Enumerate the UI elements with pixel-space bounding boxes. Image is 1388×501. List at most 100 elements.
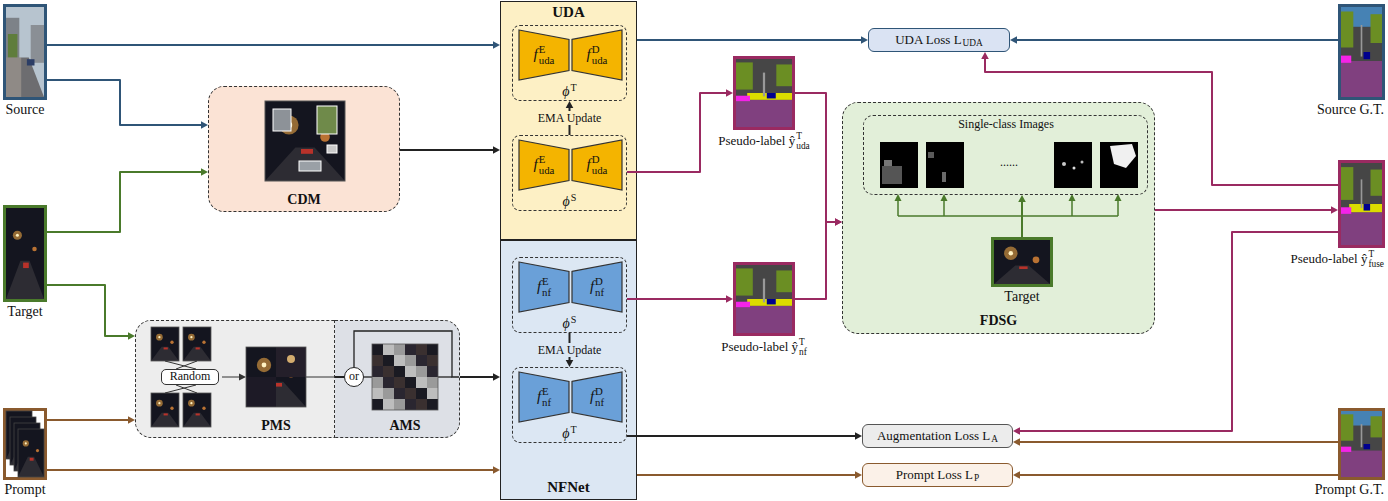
network-panel: NFNetϕSfEnffDnfϕTfEnffDnf (500, 240, 637, 500)
text-line: Source G.T. (1317, 102, 1384, 118)
connector (47, 80, 208, 129)
text-line: Prompt (4, 482, 45, 498)
node-text: ϕ (563, 316, 570, 332)
pseudo-label-image: Pseudo-label ŷTfuse (1338, 160, 1385, 248)
node-text: f (590, 278, 594, 295)
node-text: ...... (1000, 156, 1018, 170)
node-text: Target (7, 304, 42, 320)
decoder-block: fDuda (571, 29, 623, 81)
random-box: Random (161, 369, 219, 385)
node-text: D (592, 44, 608, 55)
text-line: UDA Loss LUDA (895, 33, 983, 48)
node-text: uda (539, 55, 555, 66)
node-text: uda (539, 165, 555, 176)
script-stack: Euda (539, 154, 555, 177)
text-line: ϕS (563, 316, 577, 332)
text-line: ϕT (562, 84, 576, 100)
node-text: nf (595, 287, 604, 298)
text-line: Prompt G.T. (1315, 482, 1384, 498)
text-line: or (349, 370, 359, 384)
text-line: Target (1004, 289, 1039, 305)
or-circle: or (344, 367, 364, 387)
node-text: Target (1004, 289, 1039, 305)
node-text: ϕ (563, 194, 570, 210)
module-box: FDSGSingle-class Images......Target (842, 102, 1155, 334)
script-stack: Duda (592, 44, 608, 67)
model-group: ϕSfEnffDnf (512, 257, 627, 333)
text-line: UDA (552, 4, 585, 21)
node-text: D (595, 276, 604, 287)
text-line: Pseudo-label ŷTuda (718, 132, 809, 152)
text-line: CDM (287, 192, 320, 208)
decoder-block: fDnf (571, 371, 623, 423)
text-line: ϕT (562, 426, 576, 442)
illustration (1341, 7, 1382, 97)
text-line: fEnf (537, 276, 551, 299)
single-class-group: Single-class Images...... (863, 115, 1148, 195)
node-text: Pseudo-label ŷ (718, 134, 795, 149)
text-line: Target (7, 304, 42, 320)
decoder-block: fDnf (571, 261, 623, 313)
connector (627, 295, 733, 303)
connector (637, 36, 868, 44)
edge-label: EMA Update (536, 111, 604, 125)
ground-truth-image: Source G.T. (1338, 4, 1385, 100)
model-group: ϕTfEudafDuda (512, 25, 627, 101)
node-text: A (991, 434, 998, 445)
module-box: AMSor (335, 320, 460, 438)
node-text: nf (595, 397, 604, 408)
node-text: Source G.T. (1317, 102, 1384, 118)
target-image: Target (991, 237, 1053, 287)
text-line: ...... (1000, 156, 1018, 170)
connector (795, 218, 842, 299)
node-text: Pseudo-label ŷ (1291, 252, 1368, 267)
text-line: fEuda (534, 44, 555, 67)
connector (460, 373, 500, 381)
connector (47, 416, 135, 424)
illustration (1341, 411, 1382, 477)
encoder-block: fEuda (518, 29, 570, 81)
illustration (843, 103, 1154, 333)
pseudo-label-image: Pseudo-label ŷTnf (733, 262, 795, 336)
text-line: fDuda (587, 154, 608, 177)
node-text: f (587, 46, 591, 63)
script-stack: Enf (542, 386, 551, 409)
script-stack: Dnf (595, 276, 604, 299)
text-line: NFNet (547, 479, 589, 496)
illustration (6, 208, 44, 299)
node-text: Pseudo-label ŷ (721, 340, 798, 355)
illustration (6, 7, 44, 97)
encoder-block: fEuda (518, 139, 570, 191)
text-line: fEnf (537, 386, 551, 409)
node-text: nf (799, 348, 807, 358)
text-line: Source (6, 102, 45, 118)
node-text: ϕ (562, 426, 569, 442)
node-text: CDM (287, 192, 320, 208)
node-text: E (542, 386, 551, 397)
node-text: T (571, 424, 577, 436)
node-text: T (1368, 250, 1384, 260)
text-line: ϕS (563, 194, 577, 210)
node-text: T (571, 82, 577, 94)
text-line: fDuda (587, 44, 608, 67)
connector (637, 471, 862, 479)
illustration (1341, 163, 1382, 245)
node-text: f (590, 388, 594, 405)
node-text: f (534, 46, 538, 63)
connector (627, 89, 733, 172)
text-line: PMS (261, 418, 291, 434)
node-text: S (571, 314, 577, 326)
edge-label: EMA Update (536, 343, 604, 357)
text-line: Prompt Loss LP (896, 468, 980, 483)
node-text: NFNet (547, 479, 589, 496)
node-text: Augmentation Loss L (877, 429, 990, 444)
connector (1155, 206, 1338, 214)
text-line: Single-class Images (958, 118, 1054, 132)
model-group: ϕS fEuda fDuda (512, 135, 627, 211)
text-line: Random (170, 370, 211, 384)
illustration (736, 265, 792, 333)
connector (627, 432, 862, 440)
node-text: uda (592, 55, 608, 66)
node-text: uda (592, 165, 608, 176)
